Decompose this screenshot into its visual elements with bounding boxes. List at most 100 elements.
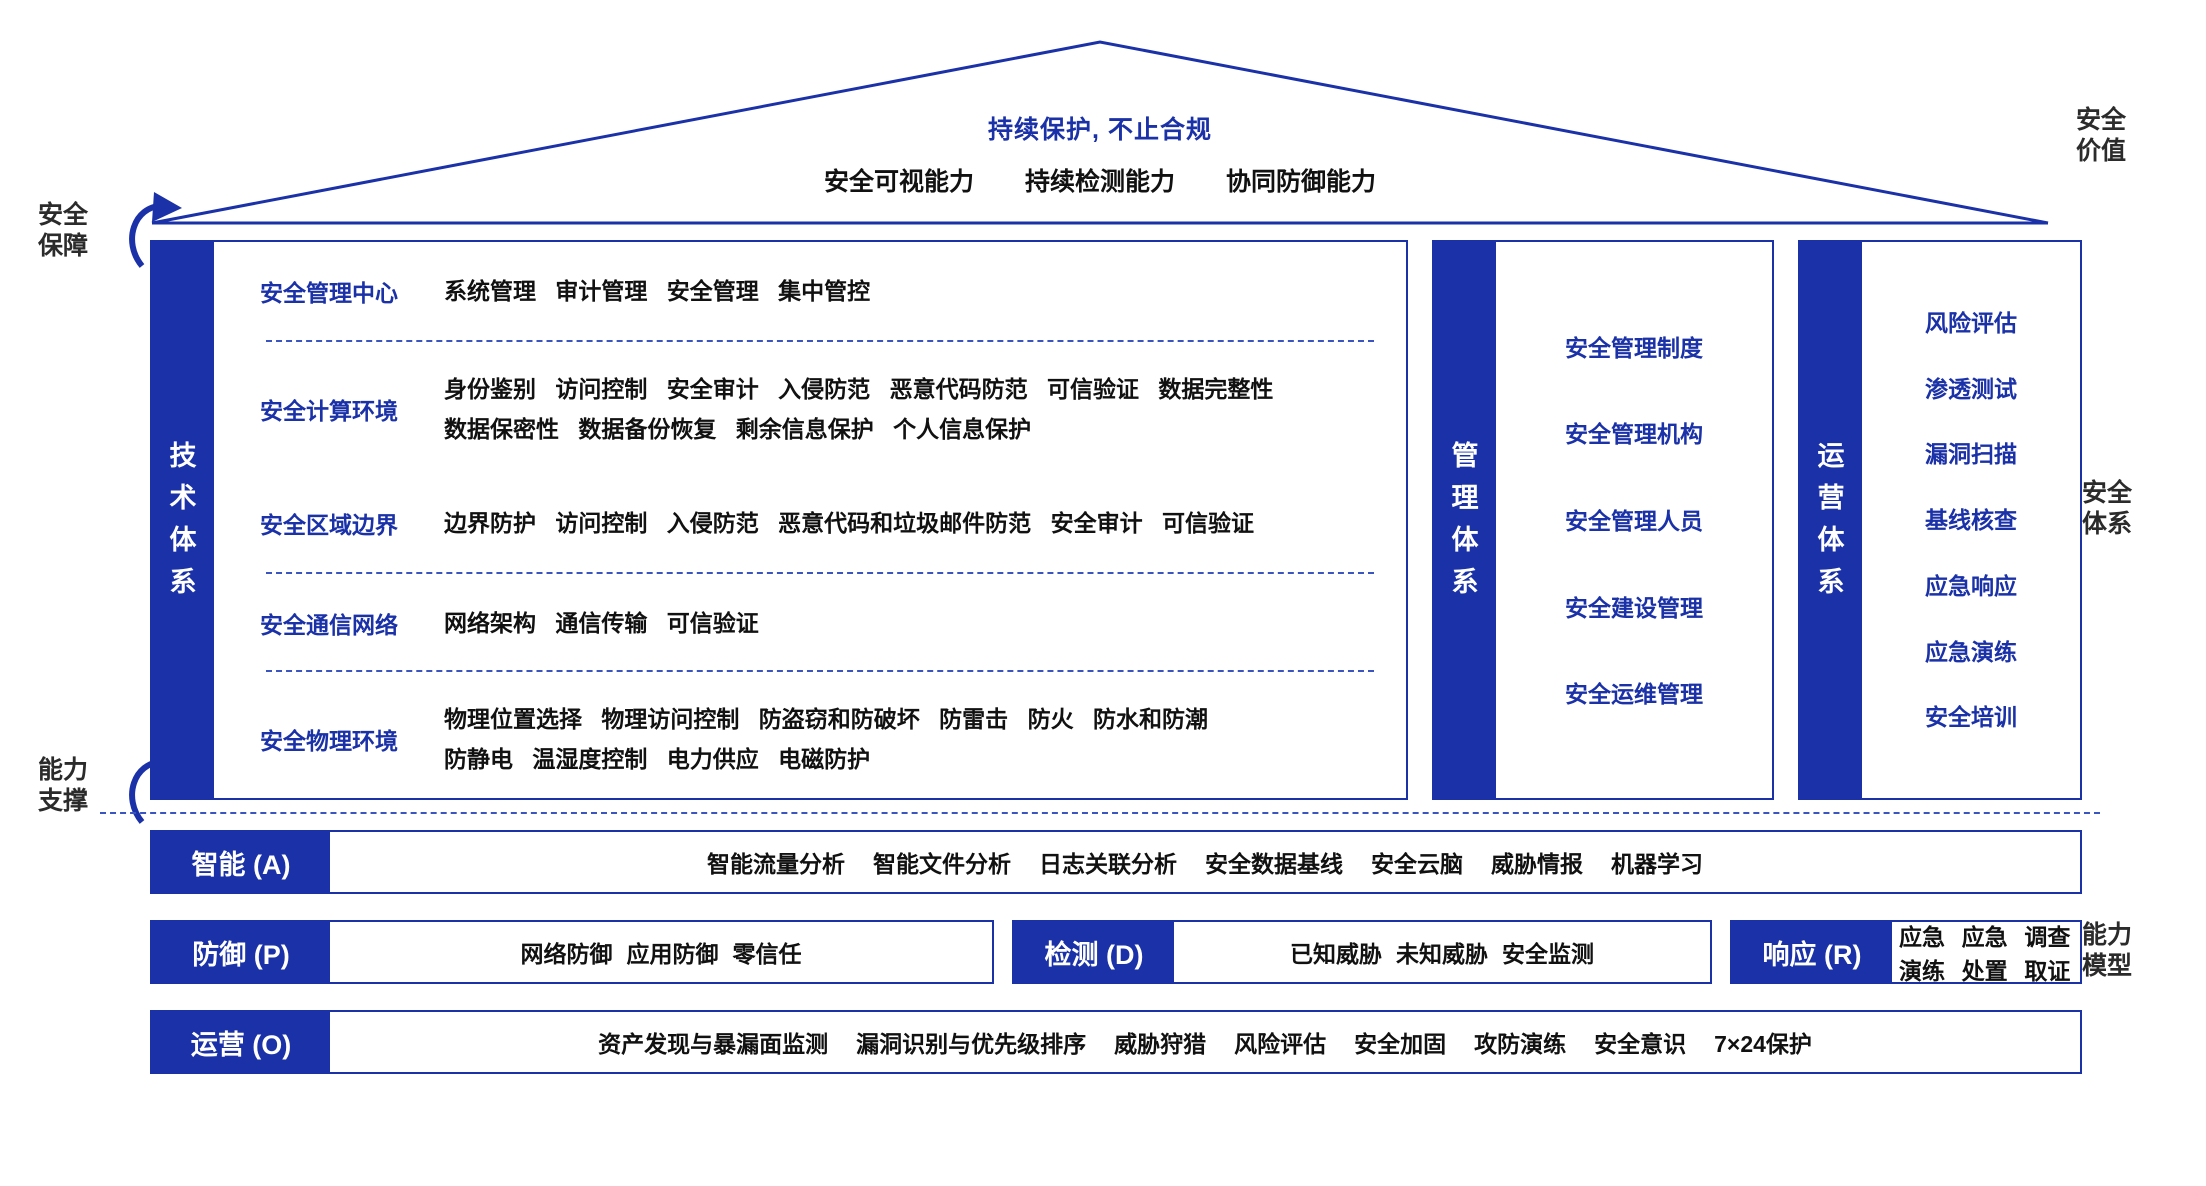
capability-tab-prevention: 防御 (P) bbox=[152, 922, 330, 982]
operation-item[interactable]: 风险评估 bbox=[1925, 309, 2017, 336]
tech-item: 审计管理 bbox=[555, 277, 648, 304]
tech-item: 可信验证 bbox=[666, 609, 759, 636]
capability-item: 零信任 bbox=[732, 941, 802, 967]
tech-item: 电磁防护 bbox=[778, 746, 871, 772]
label-secure-guarantee-line1: 安全 bbox=[38, 201, 89, 229]
capability-item: 日志关联分析 bbox=[1039, 851, 1177, 877]
tech-row-label: 安全区域边界 bbox=[260, 512, 398, 538]
roof-title: 持续保护, 不止合规 bbox=[988, 116, 1212, 144]
pillar-technical-body: 安全管理中心 系统管理 审计管理 安全管理 集中管控 安全计算环境 身份鉴别 bbox=[214, 242, 1406, 798]
label-security-value-line1: 安全 bbox=[2076, 106, 2127, 134]
operation-item-list: 风险评估 渗透测试 漏洞扫描 基线核查 应急响应 应急演练 安全培训 bbox=[1862, 242, 2080, 798]
management-item-list: 安全管理制度 安全管理机构 安全管理人员 安全建设管理 安全运维管理 bbox=[1496, 242, 1772, 798]
management-item[interactable]: 安全管理机构 bbox=[1565, 421, 1703, 448]
security-system-band: 技术 体系 安全管理中心 系统管理 审计管理 安全管理 集中管控 安全计算环境 bbox=[150, 240, 2082, 800]
tech-item-line: 数据保密性 数据备份恢复 剩余信息保护 个人信息保护 bbox=[444, 409, 1380, 449]
label-security-value-line2: 价值 bbox=[2076, 137, 2127, 166]
roof-capability-item: 协同防御能力 bbox=[1225, 168, 1376, 196]
capability-row-prevention[interactable]: 防御 (P) 网络防御 应用防御 零信任 bbox=[150, 920, 994, 984]
tech-item: 物理访问控制 bbox=[601, 705, 740, 732]
management-item[interactable]: 安全建设管理 bbox=[1565, 594, 1703, 621]
operation-item[interactable]: 渗透测试 bbox=[1925, 375, 2017, 402]
capability-item: 机器学习 bbox=[1611, 851, 1703, 877]
capability-items-intelligence: 智能流量分析 智能文件分析 日志关联分析 安全数据基线 安全云脑 威胁情报 机器… bbox=[330, 832, 2080, 892]
label-security-system-line2: 体系 bbox=[2082, 510, 2133, 539]
label-capability-support-line2: 支撑 bbox=[38, 787, 89, 816]
tech-row-computing-environment[interactable]: 安全计算环境 身份鉴别 访问控制 安全审计 入侵防范 恶意代码防范 可信验证 数… bbox=[214, 350, 1406, 468]
capability-item: 智能流量分析 bbox=[707, 851, 845, 877]
label-security-system: 安全 体系 bbox=[2082, 478, 2132, 541]
label-capability-model-line1: 能力 bbox=[2082, 921, 2133, 949]
label-capability-model: 能力 模型 bbox=[2082, 920, 2132, 983]
tech-item-line: 身份鉴别 访问控制 安全审计 入侵防范 恶意代码防范 可信验证 数据完整性 bbox=[444, 369, 1380, 409]
tech-item-line: 边界防护 访问控制 入侵防范 恶意代码和垃圾邮件防范 安全审计 可信验证 bbox=[444, 503, 1380, 543]
tech-row-area-boundary[interactable]: 安全区域边界 边界防护 访问控制 入侵防范 恶意代码和垃圾邮件防范 安全审计 可… bbox=[214, 482, 1406, 564]
capability-row-intelligence[interactable]: 智能 (A) 智能流量分析 智能文件分析 日志关联分析 安全数据基线 安全云脑 … bbox=[150, 830, 2082, 894]
roof-capability-list: 安全可视能力 持续检测能力 协同防御能力 bbox=[150, 162, 2050, 198]
roof-section: 持续保护, 不止合规 安全可视能力 持续检测能力 协同防御能力 bbox=[150, 40, 2050, 225]
tech-item: 剩余信息保护 bbox=[735, 416, 874, 442]
tech-row-physical-environment[interactable]: 安全物理环境 物理位置选择 物理访问控制 防盗窃和防破坏 防雷击 防火 防水和防… bbox=[214, 680, 1406, 798]
tech-row-items: 系统管理 审计管理 安全管理 集中管控 bbox=[444, 271, 1406, 311]
tech-item: 网络架构 bbox=[444, 609, 536, 636]
capability-row-detection[interactable]: 检测 (D) 已知威胁 未知威胁 安全监测 bbox=[1012, 920, 1712, 984]
operation-item[interactable]: 基线核查 bbox=[1925, 507, 2017, 533]
capability-tab-detection: 检测 (D) bbox=[1014, 922, 1174, 982]
tech-item: 可信验证 bbox=[1046, 375, 1139, 402]
row-divider bbox=[266, 340, 1374, 342]
operation-item[interactable]: 安全培训 bbox=[1925, 704, 2017, 731]
tech-item: 防静电 bbox=[444, 746, 513, 772]
tech-item: 访问控制 bbox=[555, 509, 648, 536]
row-divider bbox=[266, 670, 1374, 672]
tech-item: 电力供应 bbox=[666, 746, 759, 772]
capability-item: 已知威胁 bbox=[1290, 941, 1382, 967]
label-capability-support-line1: 能力 bbox=[38, 756, 89, 784]
capability-items-operation: 资产发现与暴漏面监测 漏洞识别与优先级排序 威胁狩猎 风险评估 安全加固 攻防演… bbox=[330, 1012, 2080, 1072]
tech-item: 入侵防范 bbox=[778, 375, 871, 402]
tech-row-label: 安全通信网络 bbox=[260, 612, 398, 638]
operation-item[interactable]: 漏洞扫描 bbox=[1925, 441, 2017, 468]
pillar-technical-system[interactable]: 技术 体系 安全管理中心 系统管理 审计管理 安全管理 集中管控 安全计算环境 bbox=[150, 240, 1408, 800]
tech-item: 安全管理 bbox=[666, 277, 759, 304]
tech-item: 安全审计 bbox=[666, 375, 759, 402]
tech-item: 系统管理 bbox=[444, 277, 536, 304]
operation-item[interactable]: 应急演练 bbox=[1925, 638, 2017, 665]
label-security-system-line1: 安全 bbox=[2082, 479, 2133, 507]
tech-item: 数据完整性 bbox=[1158, 375, 1274, 402]
tech-item: 数据保密性 bbox=[444, 416, 559, 442]
tech-item: 温湿度控制 bbox=[532, 746, 648, 772]
tech-item-line: 物理位置选择 物理访问控制 防盗窃和防破坏 防雷击 防火 防水和防潮 bbox=[444, 699, 1380, 739]
capability-items-detection: 已知威胁 未知威胁 安全监测 bbox=[1174, 922, 1710, 982]
tech-item: 数据备份恢复 bbox=[578, 416, 717, 442]
tech-row-label: 安全管理中心 bbox=[260, 280, 398, 306]
tech-item: 身份鉴别 bbox=[444, 375, 536, 402]
capability-item: 风险评估 bbox=[1234, 1031, 1327, 1057]
capability-item: 安全数据基线 bbox=[1205, 851, 1343, 877]
roof-capability-item: 安全可视能力 bbox=[824, 168, 975, 196]
section-divider bbox=[100, 812, 2100, 814]
tech-row-management-center[interactable]: 安全管理中心 系统管理 审计管理 安全管理 集中管控 bbox=[214, 250, 1406, 332]
tech-item: 防盗窃和防破坏 bbox=[758, 705, 920, 732]
management-item[interactable]: 安全管理制度 bbox=[1565, 334, 1703, 361]
capability-row-response[interactable]: 响应 (R) 应急演练 应急处置 调查取证 bbox=[1730, 920, 2082, 984]
capability-item: 漏洞识别与优先级排序 bbox=[856, 1031, 1087, 1057]
capability-row-operation[interactable]: 运营 (O) 资产发现与暴漏面监测 漏洞识别与优先级排序 威胁狩猎 风险评估 安… bbox=[150, 1010, 2082, 1074]
capability-items-prevention: 网络防御 应用防御 零信任 bbox=[330, 922, 992, 982]
management-item[interactable]: 安全运维管理 bbox=[1565, 681, 1703, 708]
label-capability-model-line2: 模型 bbox=[2082, 952, 2133, 981]
tech-item: 边界防护 bbox=[444, 509, 536, 536]
management-item[interactable]: 安全管理人员 bbox=[1565, 507, 1703, 534]
pillar-technical-tab: 技术 体系 bbox=[152, 242, 214, 798]
tech-item: 可信验证 bbox=[1161, 509, 1254, 536]
tech-item: 物理位置选择 bbox=[444, 705, 582, 732]
tech-item: 安全审计 bbox=[1050, 509, 1143, 536]
pillar-management-system[interactable]: 管理 体系 安全管理制度 安全管理机构 安全管理人员 安全建设管理 安全运维管理 bbox=[1432, 240, 1774, 800]
pillar-operation-body: 风险评估 渗透测试 漏洞扫描 基线核查 应急响应 应急演练 安全培训 bbox=[1862, 242, 2080, 798]
capability-item: 安全监测 bbox=[1502, 941, 1594, 967]
pillar-operation-system[interactable]: 运营 体系 风险评估 渗透测试 漏洞扫描 基线核查 应急响应 应急演练 安全培训 bbox=[1798, 240, 2082, 800]
capability-item: 安全云脑 bbox=[1371, 851, 1463, 877]
operation-item[interactable]: 应急响应 bbox=[1925, 572, 2017, 599]
label-security-value: 安全 价值 bbox=[2076, 105, 2126, 168]
tech-item: 防火 bbox=[1027, 705, 1074, 732]
tech-row-communication-network[interactable]: 安全通信网络 网络架构 通信传输 可信验证 bbox=[214, 582, 1406, 664]
